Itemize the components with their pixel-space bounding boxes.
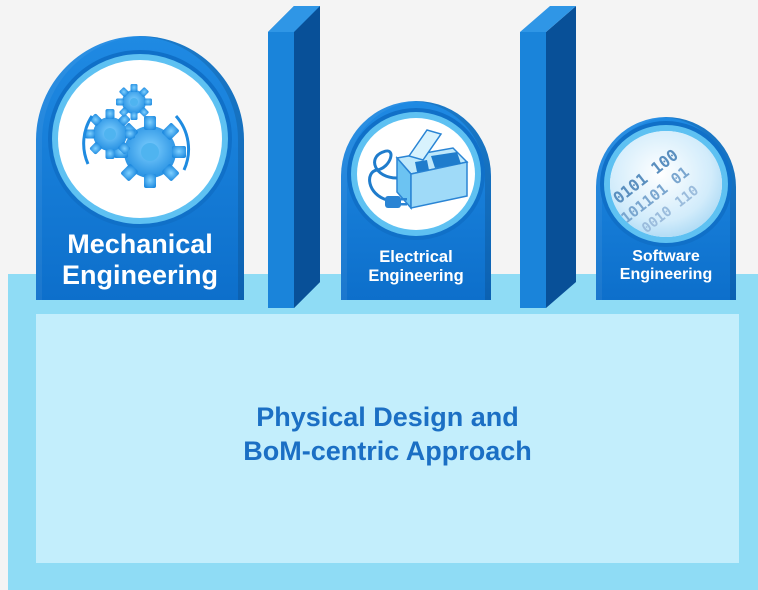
- mechanical-engineering-title: Mechanical Engineering: [40, 229, 240, 290]
- mechanical-title-line1: Mechanical: [67, 229, 213, 259]
- software-title-line2: Engineering: [619, 266, 713, 284]
- foundation-title-line1: Physical Design and: [256, 401, 519, 432]
- electrical-device-icon: [357, 118, 475, 230]
- binary-code-icon: 0101 100 101101 01 0010 110: [610, 131, 722, 237]
- divider-wall-1: [268, 6, 320, 308]
- divider-wall-2: [520, 6, 576, 308]
- foundation-panel: Physical Design and BoM-centric Approach: [36, 314, 739, 563]
- electrical-engineering-title: Electrical Engineering: [345, 248, 487, 285]
- foundation-title-line2: BoM-centric Approach: [243, 435, 532, 466]
- software-engineering-title: Software Engineering: [598, 248, 734, 284]
- electrical-title-line1: Electrical: [379, 248, 453, 266]
- software-title-line1: Software: [632, 248, 700, 265]
- electrical-title-line2: Engineering: [368, 266, 464, 285]
- gears-icon: [58, 60, 222, 218]
- mechanical-title-line2: Engineering: [61, 259, 218, 290]
